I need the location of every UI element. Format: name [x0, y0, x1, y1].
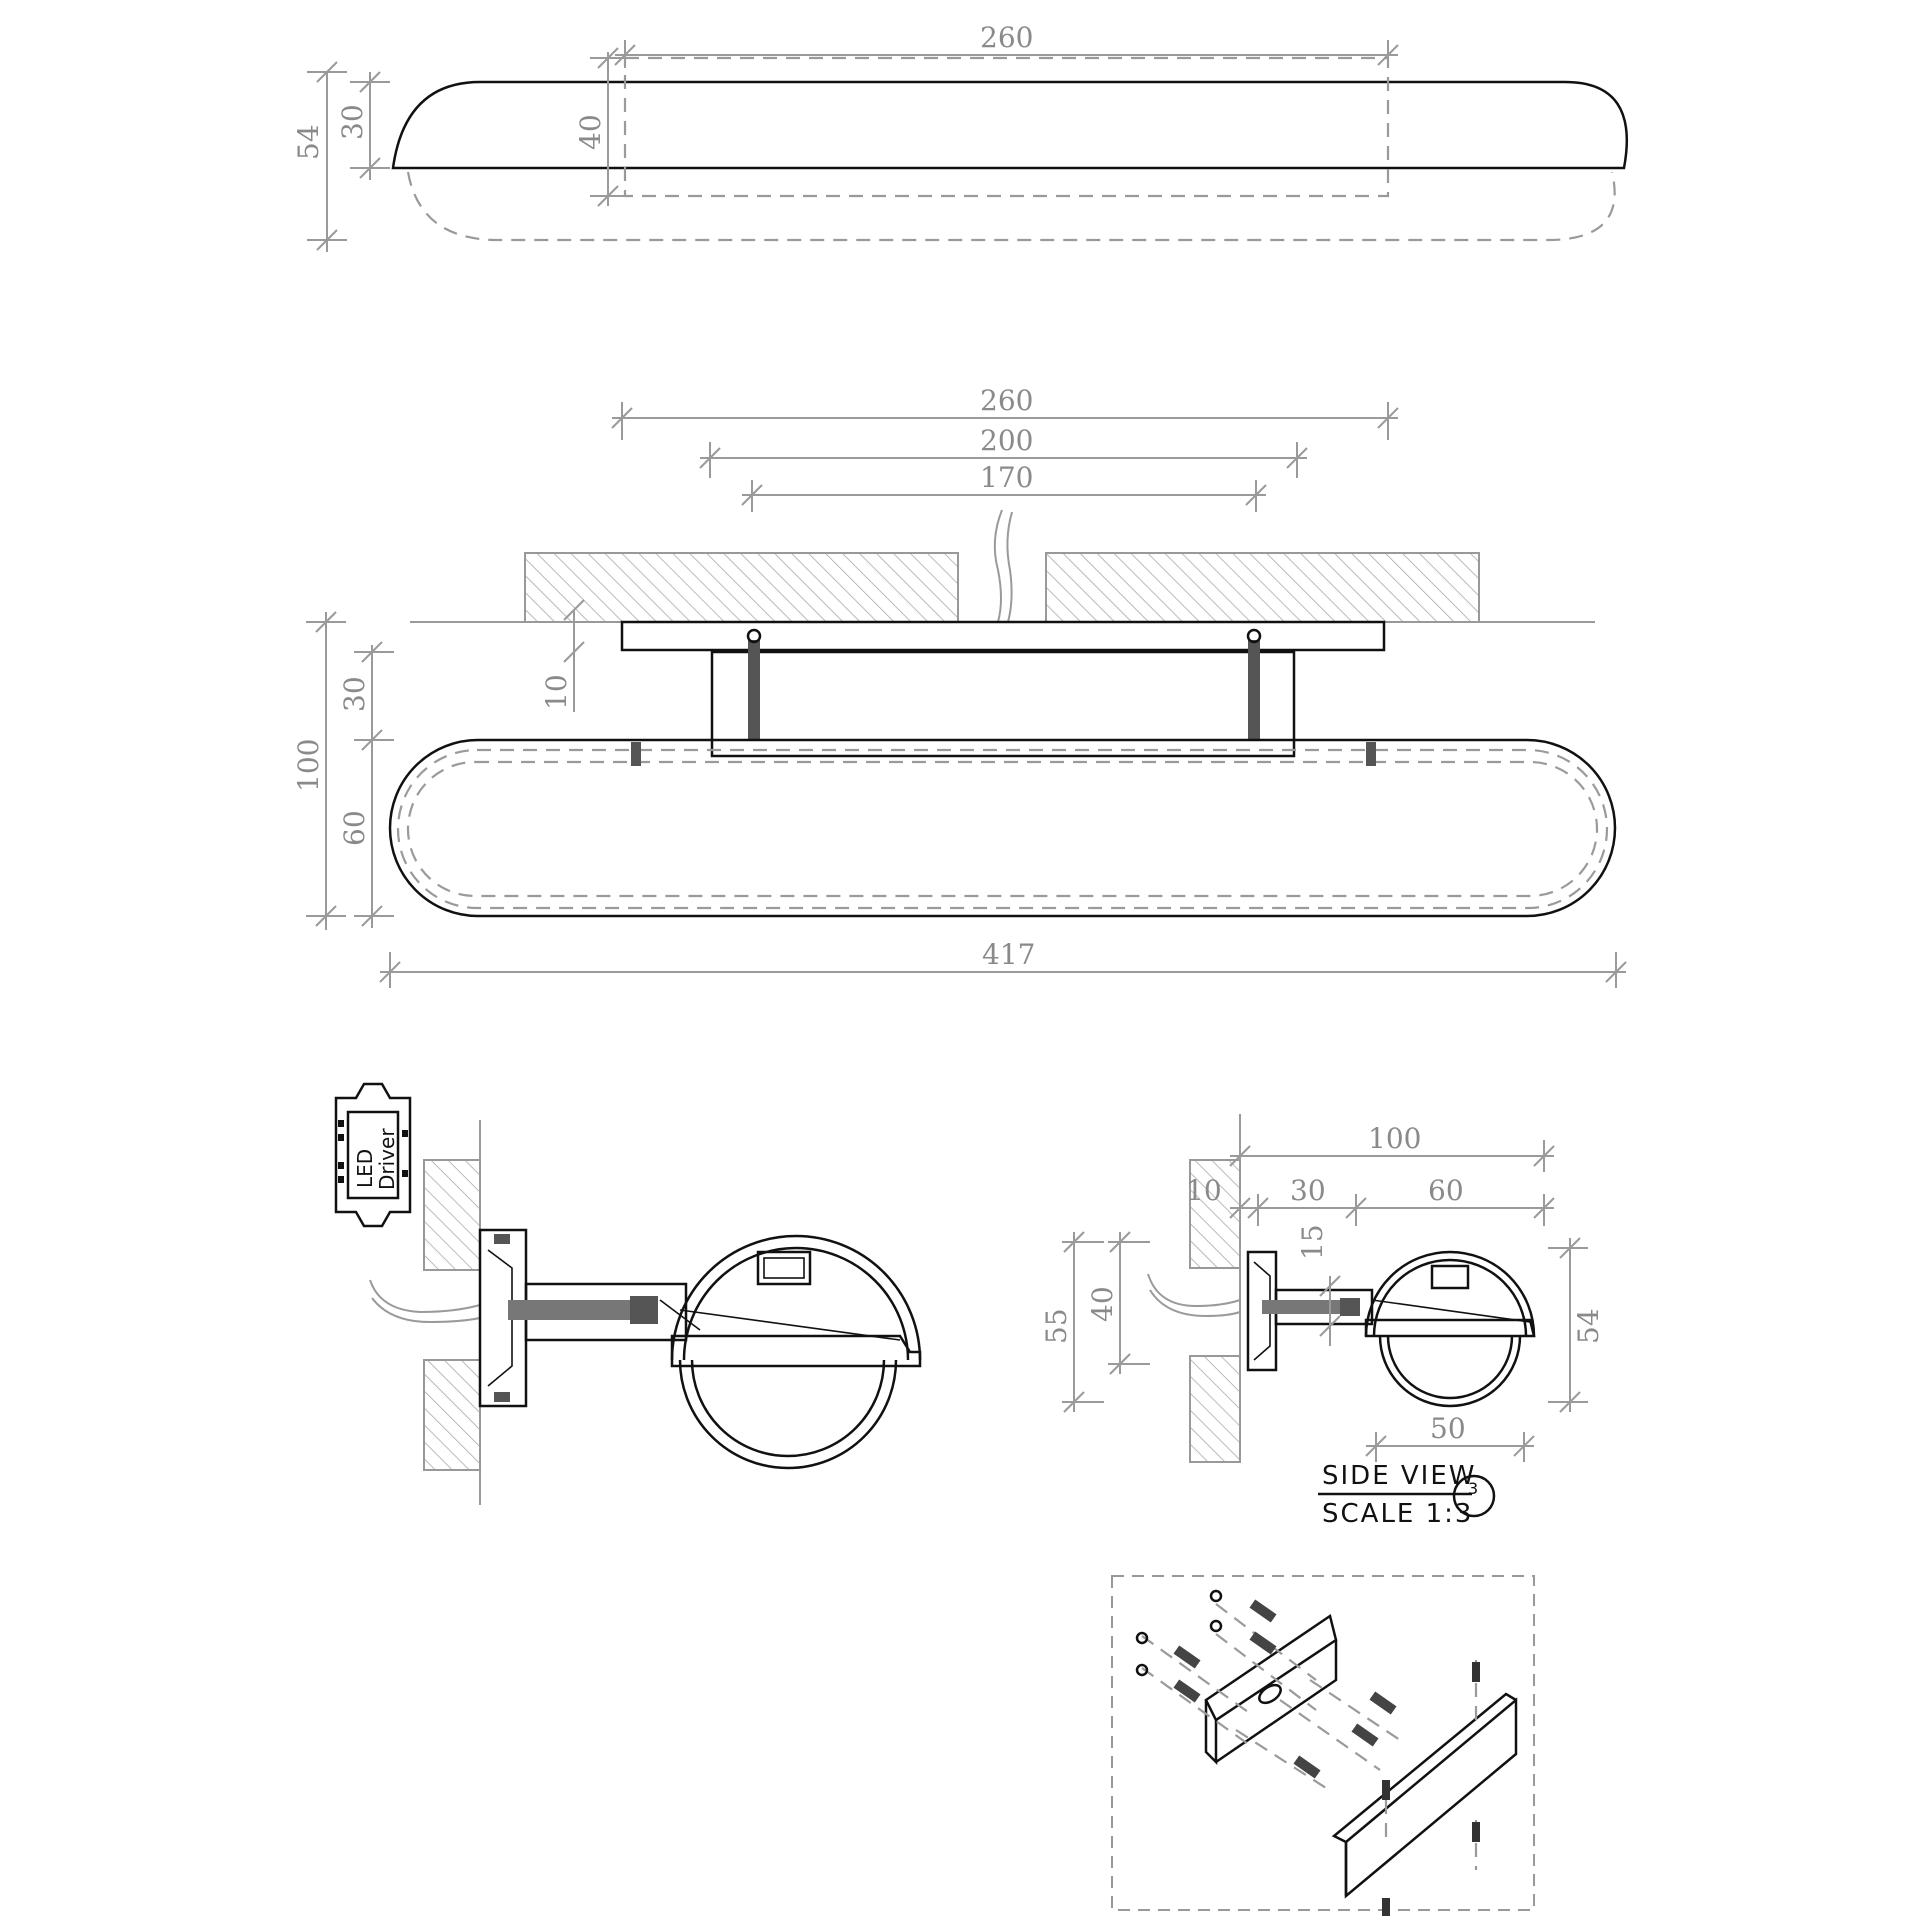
led-module — [756, 1250, 812, 1286]
luminaire-body — [388, 738, 1617, 918]
dim-label-side-54: 54 — [1572, 1308, 1605, 1344]
view-scale: SCALE 1:3 — [1322, 1499, 1473, 1529]
driver-label-led: LED — [353, 1149, 377, 1188]
dim-label-side-40: 40 — [1086, 1286, 1119, 1322]
dim-front-10: 10 — [540, 599, 585, 712]
dim-label-170: 170 — [980, 461, 1033, 494]
dim-label-60: 60 — [338, 810, 371, 846]
dim-label-side-30: 30 — [1290, 1174, 1326, 1207]
nut — [630, 1296, 658, 1324]
screw-left — [748, 640, 760, 740]
bracket-block — [710, 650, 1296, 758]
dim-label-30: 30 — [336, 104, 369, 140]
dim-side-50: 50 — [1365, 1412, 1535, 1462]
screw-right — [1248, 640, 1260, 740]
dim-top-54: 54 — [292, 61, 347, 252]
driver-label-driver: Driver — [375, 1128, 399, 1190]
dim-front-100: 100 — [292, 611, 346, 930]
dim-label-side-15: 15 — [1296, 1224, 1329, 1260]
dim-label-100: 100 — [292, 739, 325, 792]
dim-front-170: 170 — [741, 461, 1267, 512]
callout-number: 3 — [1468, 1479, 1478, 1498]
lamp-head-top-r — [1364, 1250, 1536, 1337]
view-title-block: SIDE VIEW SCALE 1:3 3 — [1318, 1461, 1496, 1529]
wall-block-upper — [423, 1159, 481, 1271]
threaded-rod — [508, 1300, 634, 1320]
lamp-head-ring-r — [1378, 1335, 1522, 1408]
wall-block-right — [1045, 552, 1480, 623]
led-driver: LED Driver — [334, 1082, 412, 1228]
top-view: 54 30 40 260 — [292, 21, 1629, 252]
set-screw-right — [1366, 742, 1376, 766]
mounting-block — [1344, 1697, 1518, 1899]
wall-block-lower-r — [1189, 1355, 1241, 1463]
luminaire-inner-hidden-1 — [396, 748, 1609, 910]
dim-side-10-30-60: 10 30 60 — [1186, 1174, 1555, 1226]
luminaire-inner-hidden-2 — [406, 760, 1599, 898]
dim-side-40: 40 — [1086, 1231, 1150, 1375]
top-view-body-outline — [391, 80, 1629, 170]
cable — [993, 509, 1013, 623]
dim-label-260: 260 — [980, 384, 1033, 417]
dim-top-40: 40 — [574, 47, 628, 207]
screws-and-anchors — [1135, 1589, 1480, 1916]
dim-label-260-top: 260 — [980, 21, 1033, 54]
dim-side-15: 15 — [1296, 1224, 1341, 1346]
mounting-exploded-view — [1111, 1575, 1535, 1916]
wall-block-upper-r — [1189, 1159, 1241, 1269]
dim-side-54: 54 — [1548, 1237, 1605, 1413]
side-view-detail: LED Driver — [334, 1082, 922, 1505]
dim-label-200: 200 — [980, 424, 1033, 457]
dim-label-10: 10 — [540, 674, 573, 710]
lamp-head-top — [670, 1234, 922, 1361]
callout-circle — [1452, 1474, 1496, 1518]
dim-side-55: 55 — [1040, 1231, 1104, 1413]
dim-front-260: 260 — [611, 384, 1399, 440]
dim-front-200: 200 — [699, 424, 1308, 478]
dim-top-30: 30 — [336, 71, 390, 180]
view-title: SIDE VIEW — [1322, 1461, 1476, 1491]
dim-label-side-10: 10 — [1186, 1174, 1222, 1207]
dim-side-100: 100 — [1229, 1122, 1555, 1172]
dim-top-260: 260 — [614, 21, 1399, 68]
dim-label-side-60: 60 — [1428, 1174, 1464, 1207]
dim-label-417: 417 — [982, 938, 1035, 971]
dim-label-30-front: 30 — [338, 676, 371, 712]
dim-label-54: 54 — [292, 124, 325, 160]
dim-front-30-60: 30 60 — [338, 641, 394, 928]
front-view: 260 200 170 10 — [292, 384, 1627, 988]
mounting-bracket — [1204, 1613, 1338, 1722]
cable-side — [369, 1279, 481, 1324]
top-view-recess-hidden — [623, 56, 1390, 198]
side-view-dimensioned: 100 10 30 60 15 — [1040, 1114, 1605, 1529]
set-screw-left — [631, 742, 641, 766]
detail-frame — [1111, 1575, 1535, 1911]
wall-block-lower — [423, 1359, 481, 1471]
dim-label-side-50: 50 — [1430, 1412, 1466, 1445]
wall-block-left — [524, 552, 959, 623]
dim-label-40: 40 — [574, 114, 607, 150]
mounting-plate — [620, 620, 1386, 652]
dim-label-side-55: 55 — [1040, 1308, 1073, 1344]
lamp-head-ring — [678, 1359, 898, 1470]
dim-front-417: 417 — [379, 938, 1627, 988]
top-view-hidden-lower — [406, 171, 1616, 242]
dim-label-side-100: 100 — [1368, 1122, 1421, 1155]
